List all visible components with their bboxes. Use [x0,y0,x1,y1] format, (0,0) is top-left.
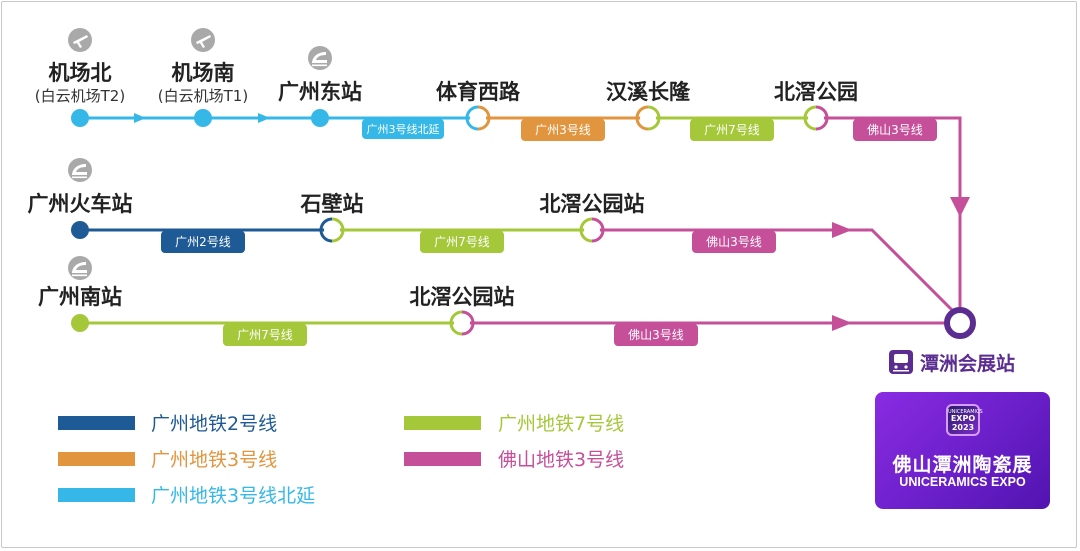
station-guangzhou-east: 广州东站 [278,80,362,104]
line-segment-fs3 [592,228,962,320]
svg-text:广州地铁7号线: 广州地铁7号线 [498,413,624,435]
station-guangzhou-south: 广州南站 [38,285,122,309]
svg-text:佛山3号线: 佛山3号线 [628,328,684,342]
line-label-gz2: 广州2号线 [161,231,245,253]
line-label-gz3n: 广州3号线北延 [362,119,444,139]
line-label-fs3: 佛山3号线 [692,231,776,253]
svg-text:广州7号线: 广州7号线 [434,235,490,249]
airplane-icon [68,28,92,52]
svg-text:佛山3号线: 佛山3号线 [706,235,762,249]
station-dot[interactable] [194,109,212,127]
station-dot[interactable] [71,221,89,239]
svg-text:广州2号线: 广州2号线 [175,235,231,249]
direction-arrow [832,315,852,331]
line-segment-fs3 [816,116,962,318]
line-label-fs3: 佛山3号线 [853,119,937,141]
svg-text:广州地铁2号线: 广州地铁2号线 [151,413,277,435]
line-label-gz3: 广州3号线 [521,119,605,141]
svg-text:广州3号线: 广州3号线 [535,123,591,137]
station-beijiao-park: 北滘公园站 [540,192,645,216]
route-row-2: 广州火车站 石壁站 北滘公园站 广州2号线 广州7号线 佛山3号线 [28,158,962,320]
train-icon [68,158,92,182]
line-label-gz7: 广州7号线 [420,231,504,253]
svg-text:广州7号线: 广州7号线 [704,123,760,137]
svg-text:广州地铁3号线: 广州地铁3号线 [151,449,277,471]
legend-item: 佛山地铁3号线 [404,449,624,471]
station-tiyu-xilu: 体育西路 [436,80,521,104]
station-airport-south-sub: (白云机场T1) [158,87,248,105]
line-label-gz7: 广州7号线 [223,324,307,346]
station-airport-north: 机场北 [49,61,112,85]
svg-text:佛山3号线: 佛山3号线 [867,123,923,137]
station-dot[interactable] [71,314,89,332]
transfer-icon[interactable] [449,310,475,336]
svg-text:广州地铁3号线北延: 广州地铁3号线北延 [151,485,315,507]
legend-item: 广州地铁3号线北延 [58,485,315,507]
transfer-icon[interactable] [465,105,491,131]
route-row-3: 广州南站 北滘公园站 广州7号线 佛山3号线 [38,256,948,346]
station-beijiao-park: 北滘公园 [774,80,858,104]
station-dot[interactable] [311,109,329,127]
expo-logo-card: UNICERAMICS EXPO 2023 佛山潭洲陶瓷展 UNICERAMIC… [875,392,1050,509]
station-airport-south: 机场南 [172,61,235,85]
airplane-icon [191,28,215,52]
expo-title: 佛山潭洲陶瓷展 [892,454,1033,476]
legend-item: 广州地铁7号线 [404,413,624,435]
direction-arrow [134,113,146,123]
svg-text:广州7号线: 广州7号线 [237,328,293,342]
legend-item: 广州地铁2号线 [58,413,277,435]
svg-text:佛山地铁3号线: 佛山地铁3号线 [498,449,624,471]
route-row-1: 机场北 (白云机场T2) 机场南 (白云机场T1) 广州东站 体育西路 汉溪长隆… [35,28,970,318]
direction-arrow [950,197,970,217]
expo-badge-logo: UNICERAMICS EXPO 2023 [946,404,983,436]
legend-item: 广州地铁3号线 [58,449,277,471]
transfer-icon[interactable] [579,217,605,243]
svg-text:广州3号线北延: 广州3号线北延 [367,122,440,136]
direction-arrow [258,113,270,123]
destination-station[interactable] [944,307,976,339]
train-icon [308,46,332,70]
station-beijiao-park: 北滘公园站 [410,285,515,309]
line-label-gz7: 广州7号线 [690,119,774,141]
transfer-icon[interactable] [803,105,829,131]
metro-train-icon [889,350,913,374]
train-icon [68,256,92,280]
station-dot[interactable] [71,109,89,127]
line-label-fs3: 佛山3号线 [614,324,698,346]
station-hanxi-changlong: 汉溪长隆 [606,80,691,104]
legend: 广州地铁2号线 广州地铁3号线 广州地铁3号线北延 广州地铁7号线 佛山地铁3号… [58,413,624,507]
destination-name: 潭洲会展站 [920,352,1015,375]
direction-arrow [832,222,852,238]
transfer-icon[interactable] [635,105,661,131]
transfer-icon[interactable] [319,217,345,243]
station-shibi: 石壁站 [300,192,364,216]
station-airport-north-sub: (白云机场T2) [35,87,125,105]
station-guangzhou-railway: 广州火车站 [28,192,133,216]
expo-subtitle: UNICERAMICS EXPO [899,475,1026,489]
